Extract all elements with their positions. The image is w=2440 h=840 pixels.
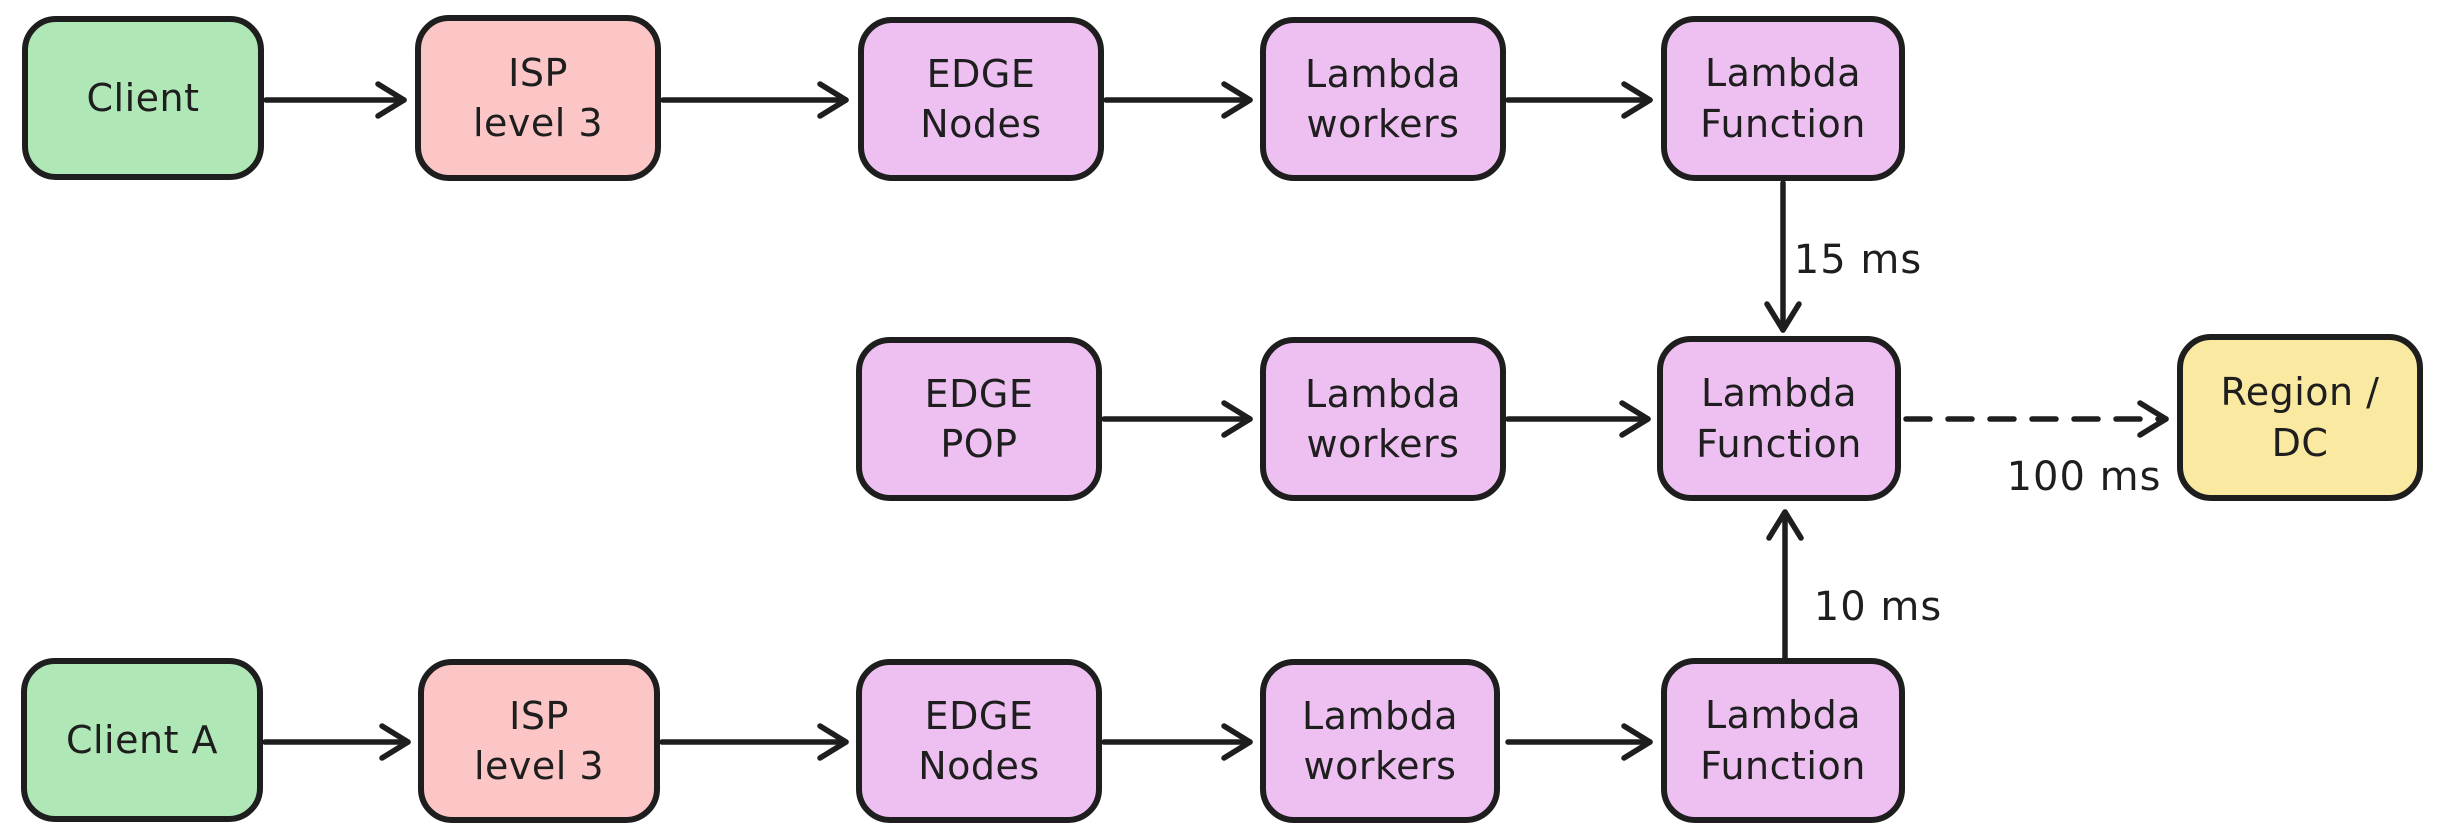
node-edge-nodes-top-label: EDGE Nodes: [920, 51, 1042, 146]
node-lambda-function-top: Lambda Function: [1661, 16, 1905, 181]
node-client-label: Client: [86, 75, 200, 120]
node-isp-bottom-label: ISP level 3: [473, 693, 605, 788]
node-client: Client: [22, 16, 264, 180]
node-isp-top-label: ISP level 3: [472, 50, 604, 145]
node-lambda-workers-mid: Lambda workers: [1260, 337, 1506, 501]
node-lambda-workers-bottom: Lambda workers: [1260, 659, 1500, 823]
node-edge-nodes-top: EDGE Nodes: [858, 17, 1104, 181]
node-lambda-workers-bottom-label: Lambda workers: [1301, 693, 1458, 788]
node-edge-nodes-bottom-label: EDGE Nodes: [918, 693, 1040, 788]
node-isp-top: ISP level 3: [415, 15, 661, 181]
node-lambda-function-mid-label: Lambda Function: [1696, 371, 1862, 466]
node-lambda-workers-mid-label: Lambda workers: [1304, 371, 1461, 466]
node-lambda-function-top-label: Lambda Function: [1700, 51, 1866, 146]
node-region-dc-label: Region / DC: [2220, 370, 2380, 465]
edge-label-10ms: 10 ms: [1813, 584, 1943, 630]
node-region-dc: Region / DC: [2177, 334, 2423, 501]
node-client-a: Client A: [21, 658, 263, 822]
edge-label-15ms: 15 ms: [1793, 237, 1923, 283]
node-lambda-workers-top-label: Lambda workers: [1304, 51, 1461, 146]
node-lambda-function-mid: Lambda Function: [1657, 336, 1901, 501]
node-isp-bottom: ISP level 3: [418, 659, 660, 823]
node-lambda-function-bottom-label: Lambda Function: [1700, 693, 1866, 788]
node-lambda-function-bottom: Lambda Function: [1661, 658, 1905, 823]
edge-label-100ms: 100 ms: [2006, 454, 2162, 500]
node-client-a-label: Client A: [65, 717, 219, 762]
node-edge-pop-label: EDGE POP: [924, 371, 1034, 466]
node-lambda-workers-top: Lambda workers: [1260, 17, 1506, 181]
node-edge-nodes-bottom: EDGE Nodes: [856, 659, 1102, 823]
node-edge-pop: EDGE POP: [856, 337, 1102, 501]
